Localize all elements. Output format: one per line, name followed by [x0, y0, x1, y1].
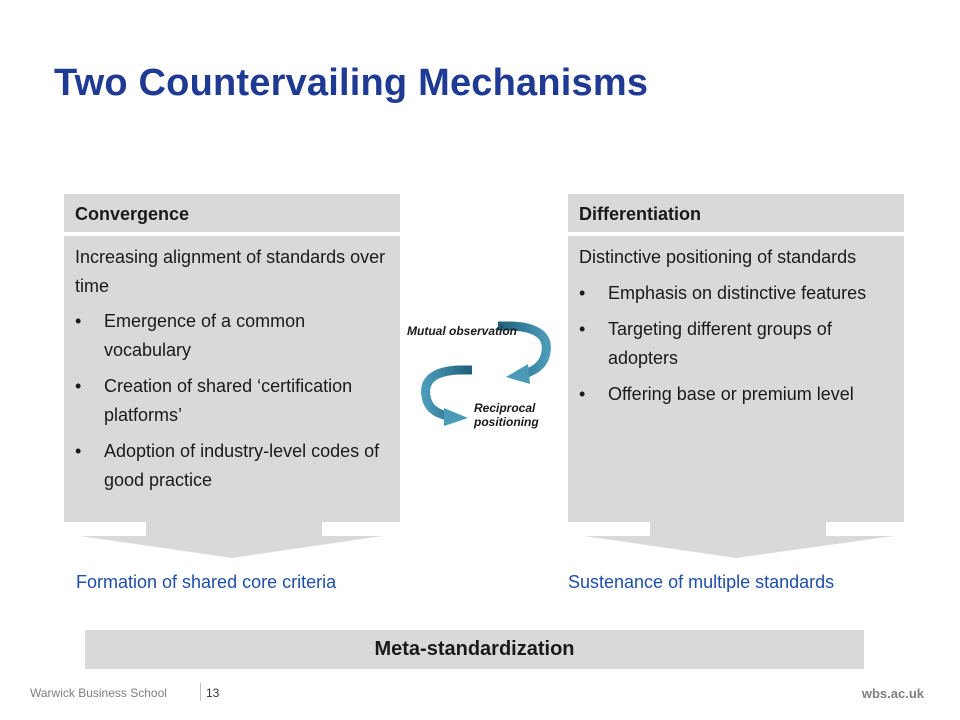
bullet-text: Creation of shared ‘certification platfo…: [104, 376, 353, 425]
convergence-header: Convergence: [64, 194, 400, 232]
convergence-down-arrow: [80, 522, 382, 558]
bullet-text: Emergence of a common vocabulary: [104, 311, 306, 360]
footer-url: wbs.ac.uk: [861, 686, 924, 701]
footer-school-name: Warwick Business School: [30, 686, 167, 700]
slide-title: Two Countervailing Mechanisms: [54, 62, 649, 104]
convergence-lead: Increasing alignment of standards over t…: [75, 247, 386, 296]
convergence-bullet-list: • Emergence of a common vocabulary • Creat…: [75, 307, 386, 494]
differentiation-body: Distinctive positioning of standards • Em…: [568, 236, 904, 522]
list-item: • Emergence of a common vocabulary: [75, 307, 386, 364]
bullet-text: Emphasis on distinctive features: [608, 282, 867, 303]
footer-divider: [200, 683, 201, 701]
bullet-dot: •: [75, 311, 82, 331]
bullet-dot: •: [75, 441, 82, 461]
differentiation-outcome: Sustenance of multiple standards: [568, 572, 835, 592]
bullet-text: Offering base or premium level: [608, 384, 854, 404]
bullet-text: Adoption of industry-level codes of good…: [104, 441, 380, 490]
list-item: • Adoption of industry-level codes of goo…: [75, 437, 386, 494]
convergence-body: Increasing alignment of standards over t…: [64, 236, 400, 522]
bullet-dot: •: [579, 384, 586, 404]
differentiation-bullet-list: • Emphasis on distinctive features • Targe…: [579, 279, 890, 409]
bullet-dot: •: [75, 376, 82, 396]
list-item: • Targeting different groups of adopters: [579, 315, 890, 372]
list-item: • Creation of shared ‘certification platf…: [75, 372, 386, 429]
differentiation-header: Differentiation: [568, 194, 904, 232]
cycle-arrows-icon: [421, 321, 551, 426]
differentiation-lead: Distinctive positioning of standards: [579, 247, 857, 267]
list-item: • Emphasis on distinctive features: [579, 279, 890, 308]
meta-standardization-box: Meta-standardization: [85, 630, 864, 669]
mutual-observation-label: Mutual observation: [407, 324, 518, 338]
bullet-text: Targeting different groups of adopters: [608, 319, 832, 368]
bullet-dot: •: [579, 319, 586, 339]
convergence-outcome: Formation of shared core criteria: [76, 572, 337, 592]
bullet-dot: •: [579, 282, 586, 303]
page-number: 13: [206, 686, 220, 700]
list-item: • Offering base or premium level: [579, 380, 890, 409]
reciprocal-positioning-label: Reciprocal positioning: [474, 401, 539, 429]
differentiation-down-arrow: [584, 522, 894, 558]
